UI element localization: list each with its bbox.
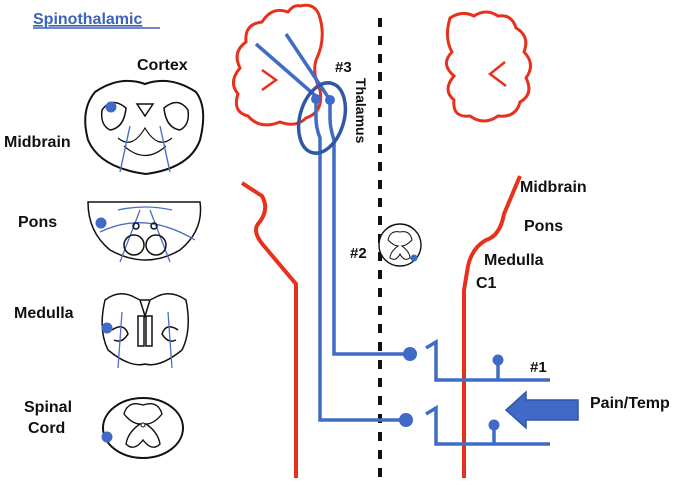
midbrain-section-icon <box>84 79 205 176</box>
marker-first-order-num: #1 <box>530 359 547 376</box>
first-order-cell-upper <box>492 354 504 366</box>
left-label-pons: Pons <box>18 214 57 231</box>
medulla-tract-dot <box>101 322 113 334</box>
spinal-cord-inset-icon <box>378 223 422 267</box>
spinal-cord-section-icon <box>102 397 184 459</box>
thalamus-ellipse <box>296 81 348 155</box>
stimulus-label: Pain/Temp <box>590 395 670 412</box>
left-label-spinal: Spinal <box>24 399 72 416</box>
stimulus-arrow-icon <box>504 390 579 430</box>
midbrain-tract-dot <box>105 101 117 113</box>
right-label-midbrain: Midbrain <box>520 179 587 196</box>
diagram-title: Spinothalamic <box>33 11 142 28</box>
left-cortex-icon <box>232 3 324 127</box>
spinal-tract-dot <box>101 431 113 443</box>
pons-section-icon <box>87 201 202 263</box>
thalamus-synapse-dot-2 <box>325 95 335 105</box>
medulla-section-icon <box>101 293 189 369</box>
first-order-cell-lower <box>488 419 500 431</box>
dorsal-horn-synapse-lower <box>399 413 413 427</box>
marker-thalamus-label: Thalamus <box>353 78 369 144</box>
thalamus-synapse-dot-1 <box>311 94 321 104</box>
marker-thalamus-num: #3 <box>335 59 352 76</box>
right-label-medulla: Medulla <box>484 252 544 269</box>
dorsal-horn-synapse-upper <box>403 347 417 361</box>
left-label-midbrain: Midbrain <box>4 134 71 151</box>
right-cortex-icon <box>445 10 532 123</box>
right-label-c1: C1 <box>476 275 497 292</box>
left-label-cortex: Cortex <box>137 57 188 74</box>
right-label-pons: Pons <box>524 218 563 235</box>
brainstem-outline-right <box>462 175 522 478</box>
brainstem-outline-left <box>240 181 298 478</box>
marker-crossing-num: #2 <box>350 245 367 262</box>
left-label-medulla: Medulla <box>14 305 74 322</box>
inset-tract-dot <box>410 254 418 262</box>
left-label-cord: Cord <box>28 420 65 437</box>
pons-tract-dot <box>95 217 107 229</box>
